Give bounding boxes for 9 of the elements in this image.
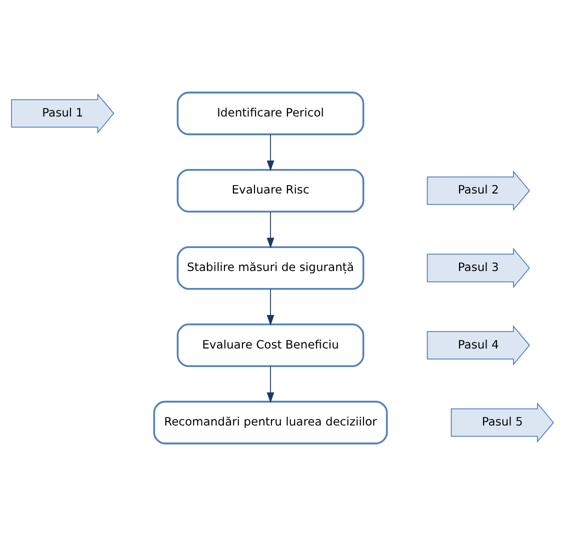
node-box: Evaluare Cost Beneficiu: [176, 323, 364, 367]
node-box: Identificare Pericol: [176, 91, 364, 135]
arrow: [266, 288, 274, 326]
arrow: [266, 210, 274, 248]
node-box: Stabilire măsuri de siguranță: [176, 246, 364, 290]
arrow: [266, 365, 274, 402]
node-box: Recomandări pentru luarea deciziilor: [153, 400, 388, 444]
node-box: Evaluare Risc: [176, 168, 364, 212]
arrow: [266, 134, 274, 171]
